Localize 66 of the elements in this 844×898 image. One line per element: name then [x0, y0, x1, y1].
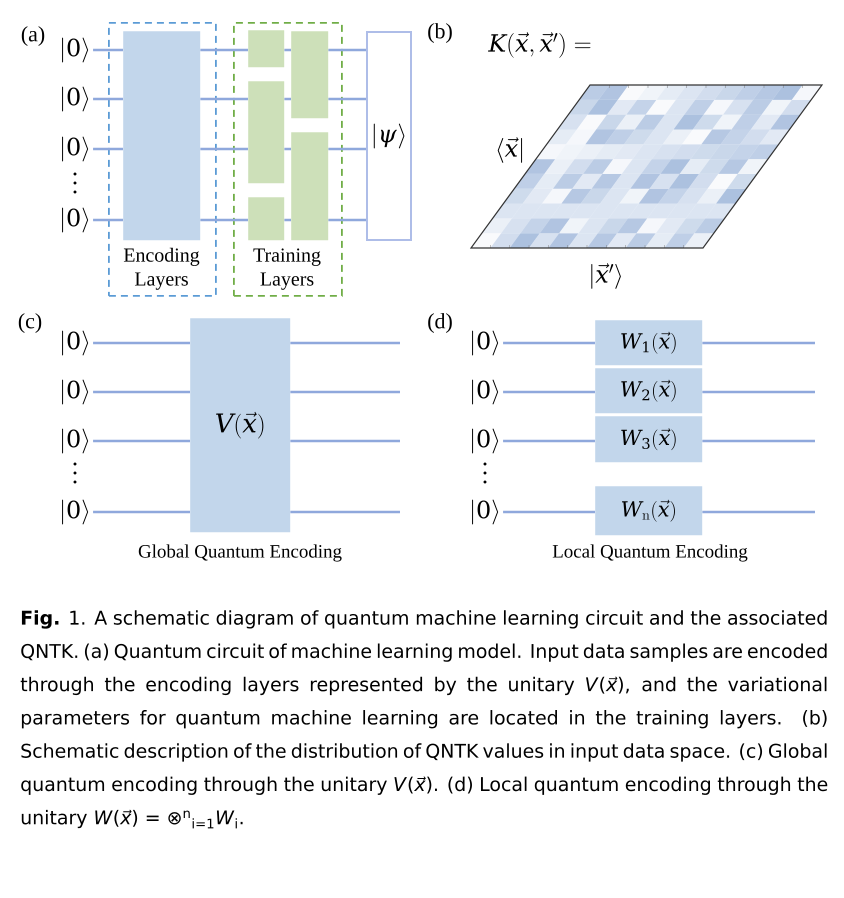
wire — [200, 98, 248, 100]
panel-letter: (c) — [18, 313, 42, 333]
gate-block — [248, 81, 284, 184]
ket-label: $|0\rangle$ — [472, 500, 498, 524]
wire — [93, 440, 190, 442]
wire — [503, 390, 595, 394]
gate-block — [248, 30, 284, 68]
dashed-layer-frame: Encoding Layers — [108, 22, 217, 297]
axis-label: $|\vec{x}'\rangle$ — [591, 263, 621, 289]
ket-label: $|0\rangle$ — [62, 136, 88, 162]
output-state-box: $|\psi\rangle$ — [366, 31, 412, 241]
panel-letter: (a) — [22, 26, 44, 46]
wire — [93, 48, 123, 52]
wire — [93, 148, 123, 150]
gate-block — [248, 197, 284, 240]
ket-label: $|0\rangle$ — [62, 500, 88, 524]
gate-block — [123, 31, 200, 240]
gate-box: $W_3(\vec{x})$ — [595, 416, 702, 462]
wire — [200, 218, 248, 222]
wire — [200, 48, 248, 52]
panel-letter: (d) — [428, 313, 452, 333]
wire — [284, 48, 291, 52]
wire — [328, 148, 366, 150]
ket-label: $|0\rangle$ — [62, 330, 88, 356]
ket-label: $|0\rangle$ — [62, 86, 88, 112]
gate-box: $W_2(\vec{x})$ — [595, 368, 702, 414]
gate-box: $V(\vec{x})$ — [190, 318, 290, 532]
gate-block — [291, 31, 328, 118]
wire — [284, 98, 291, 100]
figure-caption: Fig. 1. A schematic diagram of quantum machine learning circuit and the associated QNTK. (a) Quantum circuit of machine learning model. Input data samples are encoded through the encoding layers represented by the unitary V(x⃗), and the variational parameters for quantum machine learning are located in the training layers. (b) Schematic description of the distribution of QNTK values in input data space. (c) Global quantum encoding through the unitary V(x⃗). (d) Local quantum encoding through the unitary W(x⃗) = ⊗$^{n}$$_{i=1}$W$_{i}$. — [20, 610, 828, 828]
wire — [328, 218, 366, 222]
dashed-layer-frame: Training Layers — [233, 22, 343, 297]
wire — [702, 342, 815, 344]
wire — [702, 510, 815, 514]
wire — [702, 390, 815, 394]
gate-box: $W_1(\vec{x})$ — [595, 320, 702, 366]
ket-label: $|0\rangle$ — [62, 380, 88, 404]
panel-letter: (b) — [428, 23, 452, 43]
wire — [93, 98, 123, 100]
ket-label: $|0\rangle$ — [472, 330, 498, 356]
wire — [503, 510, 595, 514]
wire — [503, 440, 595, 442]
wire — [93, 510, 190, 514]
wire — [284, 218, 291, 222]
ket-label: $|0\rangle$ — [472, 380, 498, 404]
axis-label: $\langle\vec{x}|$ — [498, 137, 522, 163]
kernel-formula: $K(\vec{x},\vec{x}') =$ — [488, 32, 590, 58]
ket-label: $|0\rangle$ — [62, 208, 88, 232]
wire — [93, 342, 190, 344]
wire — [290, 440, 400, 442]
ket-label: $|0\rangle$ — [62, 428, 88, 454]
gate-box: $W_\mathrm{n}(\vec{x})$ — [595, 486, 702, 536]
wire — [290, 342, 400, 344]
wire — [290, 390, 400, 394]
ket-label: $|0\rangle$ — [472, 428, 498, 454]
wire — [284, 148, 291, 150]
wire — [328, 98, 366, 100]
ket-label: $|0\rangle$ — [62, 38, 88, 62]
wire — [503, 342, 595, 344]
wire — [93, 218, 123, 222]
wire — [328, 48, 366, 52]
wire — [290, 510, 400, 514]
gate-block — [291, 132, 328, 240]
wire — [200, 148, 248, 150]
wire — [93, 390, 190, 394]
wire — [702, 440, 815, 442]
